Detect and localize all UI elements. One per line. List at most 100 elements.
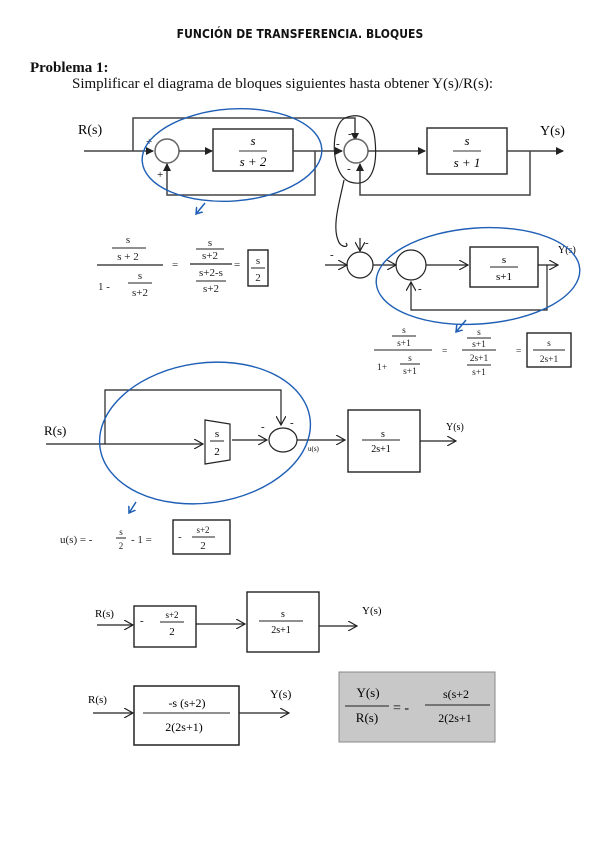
annotation-arrow-blue: [196, 202, 206, 214]
input-label: R(s): [95, 608, 114, 620]
u-label: u(s): [308, 445, 320, 453]
calc-text: s+2: [203, 283, 219, 295]
block-num: s: [381, 429, 385, 440]
output-label-ys: Y(s): [540, 124, 565, 139]
feedback-path-2: [356, 151, 531, 196]
step3-diagram: R(s) s 2 - - u(s) s 2s+1 Y(s): [44, 361, 464, 517]
block-den: 2s+1: [371, 444, 391, 455]
output-label: Y(s): [558, 245, 576, 256]
annotation-ellipse-blue: [98, 361, 312, 505]
step2-calculation: s s+1 1+ s s+1 = s s+1 2s+1 s+1 = s 2s+1: [374, 326, 572, 378]
summing-junction-b: [395, 249, 427, 281]
calc-text: s+1: [472, 368, 486, 378]
output-label: Y(s): [446, 422, 464, 433]
input-label: R(s): [88, 694, 107, 706]
summing-junction-2: [343, 138, 369, 164]
calc-text: s: [119, 527, 123, 537]
input-label-rs: R(s): [78, 123, 102, 138]
annotation-ellipse-blue: [141, 107, 323, 203]
step3-calculation: u(s) = - s 2 - 1 = - s+2 2: [60, 519, 231, 555]
calc-text: u(s) = -: [60, 534, 93, 546]
final-rhs-num: s(s+2: [443, 687, 469, 701]
feedforward-path: [132, 117, 359, 151]
gain-block-s-over-2: [204, 419, 231, 465]
block2-den: s + 1: [454, 155, 481, 170]
sum-sign-top: -: [290, 417, 294, 429]
calc-text: 1 -: [98, 281, 110, 293]
original-diagram: R(s) + + s s + 2 - - - s s + 1 Y(s): [78, 107, 565, 247]
feedback-path-1: [163, 151, 316, 196]
calc-text: 2: [119, 541, 124, 551]
calc-result-den: 2: [255, 272, 261, 284]
final-eq: = -: [393, 701, 409, 716]
calc-text: s+2: [132, 287, 148, 299]
annotation-arrow-blue: [456, 319, 467, 332]
summing-junction-1: [154, 138, 180, 164]
calc-text: s: [408, 354, 412, 364]
calc-result-den: 2s+1: [540, 355, 559, 365]
calc-text: s+1: [397, 339, 411, 349]
step1-calculation: s s + 2 1 - s s+2 = s s+2 s+2-s s+2 = s …: [97, 234, 269, 299]
block-den: s+1: [496, 271, 512, 283]
final-lhs-num: Y(s): [356, 685, 379, 700]
output-label: Y(s): [362, 605, 382, 617]
annotation-circle-black: [333, 115, 377, 184]
result-box: [172, 519, 231, 555]
calc-result-num: s: [256, 255, 260, 267]
output-label: Y(s): [270, 687, 291, 701]
problem-label: Problema 1:: [30, 60, 109, 76]
result-box: [526, 332, 572, 368]
final-result: Y(s) R(s) = - s(s+2 2(2s+1: [338, 671, 496, 743]
calc-text: s: [138, 270, 142, 282]
calc-result-num: s: [547, 339, 551, 349]
problem-instruction: Simplificar el diagrama de bloques sigui…: [72, 76, 493, 92]
block-s-over-s-plus-2: [212, 128, 294, 172]
sign-label: -: [330, 249, 334, 261]
calc-text: s: [208, 237, 212, 249]
annotation-ellipse-blue: [375, 226, 581, 326]
final-rhs-den: 2(2s+1: [438, 711, 471, 725]
calc-text: s + 2: [117, 251, 138, 263]
input-label: R(s): [44, 423, 66, 438]
calc-result-num: s+2: [196, 525, 209, 535]
block2-num: s: [464, 133, 469, 148]
block-neg-s-plus-2-over-2: [133, 605, 197, 648]
block-combined-tf: [133, 685, 240, 746]
block1-num: s: [250, 133, 255, 148]
sign-label: -: [418, 283, 422, 295]
sum1-sign-bottom: +: [157, 169, 163, 181]
calc-text: s: [477, 328, 481, 338]
summing-junction-a: [346, 251, 374, 279]
block1-num: s+2: [165, 610, 178, 620]
block1-sign: -: [140, 615, 144, 627]
step4-diagram: R(s) - s+2 2 s 2s+1 Y(s): [95, 591, 382, 653]
calc-result-den: 2: [200, 540, 206, 552]
block-den: 2(2s+1): [165, 720, 202, 734]
sum2-sign-left: -: [336, 138, 340, 150]
block1-den: 2: [169, 626, 175, 638]
sign-label: -: [365, 237, 369, 249]
final-lhs-den: R(s): [356, 710, 378, 725]
calc-text: s+1: [403, 367, 417, 377]
block2-den: 2s+1: [271, 625, 291, 636]
calc-text: - 1 =: [131, 534, 152, 546]
sum2-sign-top: -: [348, 128, 352, 140]
summing-junction: [268, 427, 298, 453]
calc-text: =: [516, 347, 521, 357]
page-title: FUNCIÓN DE TRANSFERENCIA. BLOQUES: [176, 26, 424, 41]
feedback-path: [411, 265, 548, 311]
gain-den: 2: [214, 446, 220, 458]
step5-diagram: R(s) -s (s+2) 2(2s+1) Y(s): [88, 685, 291, 746]
annotation-arrow-black: [335, 179, 348, 247]
calc-result-sign: -: [178, 531, 182, 543]
calc-text: s: [126, 234, 130, 246]
calc-text: s+1: [472, 340, 486, 350]
calc-text: 2s+1: [470, 354, 489, 364]
step2-diagram: - - s s+1 Y(s) -: [325, 226, 581, 332]
annotation-arrow-blue: [129, 501, 137, 513]
block-num: -s (s+2): [168, 696, 205, 710]
gain-num: s: [215, 428, 219, 440]
block1-den: s + 2: [240, 154, 267, 169]
block-s-over-2s-plus-1: [246, 591, 320, 653]
